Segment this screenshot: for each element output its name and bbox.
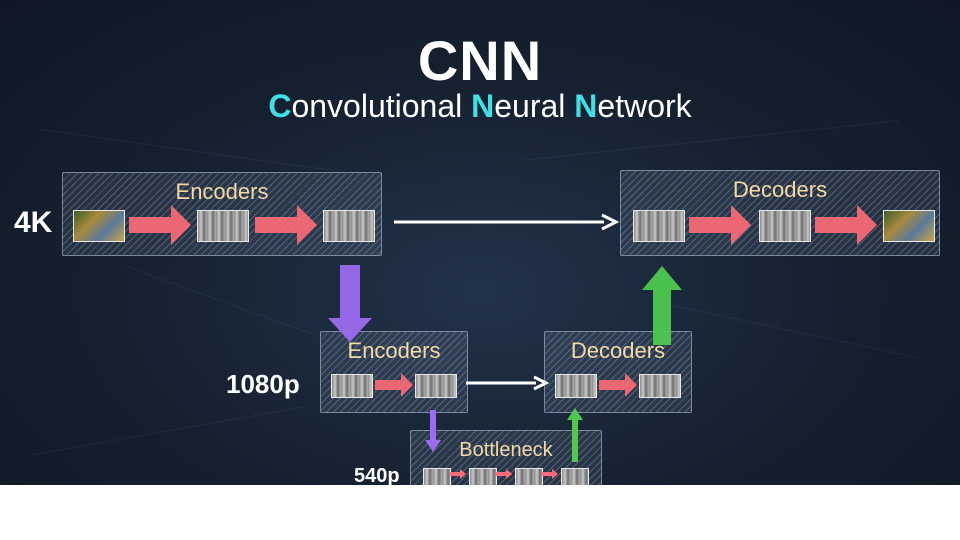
image-thumbnail-feature bbox=[639, 374, 681, 398]
decoder-label-4k: Decoders bbox=[732, 177, 828, 202]
upsample-arrow-icon bbox=[642, 266, 682, 345]
image-thumbnail-feature bbox=[423, 468, 451, 485]
flow-arrow-icon bbox=[599, 373, 637, 397]
bottleneck-label: Bottleneck bbox=[459, 439, 553, 461]
image-thumbnail-feature bbox=[469, 468, 497, 485]
resolution-label-4k: 4K bbox=[14, 206, 53, 239]
decoder-label-1080p: Decoders bbox=[570, 338, 666, 363]
flow-arrow-icon bbox=[689, 205, 751, 245]
subtitle-highlight-letter: C bbox=[268, 88, 292, 124]
image-thumbnail-4k-output bbox=[883, 210, 935, 242]
decoder-box-1080p: Decoders bbox=[544, 331, 692, 413]
encoder-box-1080p: Encoders bbox=[320, 331, 468, 413]
mini-flow-arrows bbox=[450, 469, 558, 479]
subtitle-text: eural bbox=[494, 88, 575, 124]
diagram-canvas: CNN Convolutional Neural Network Encoder… bbox=[0, 0, 960, 485]
diagram-title: CNN bbox=[417, 29, 543, 92]
image-thumbnail-feature bbox=[197, 210, 249, 242]
image-thumbnail-feature bbox=[561, 468, 589, 485]
decoder-box-4k: Decoders bbox=[620, 170, 940, 256]
image-thumbnail-feature bbox=[323, 210, 375, 242]
subtitle-highlight-letter: N bbox=[574, 88, 598, 124]
skip-arrow-icon bbox=[466, 375, 550, 391]
encoder-label-4k: Encoders bbox=[175, 179, 269, 204]
resolution-label-1080p: 1080p bbox=[226, 369, 300, 399]
upsample-arrow-icon bbox=[567, 408, 583, 462]
resolution-label-540p: 540p bbox=[354, 465, 400, 485]
downsample-arrow-icon bbox=[328, 265, 372, 342]
diagram-subtitle: Convolutional Neural Network bbox=[0, 88, 960, 125]
skip-arrow-icon bbox=[394, 213, 620, 231]
subtitle-text: etwork bbox=[597, 88, 692, 124]
flow-arrow-icon bbox=[375, 373, 413, 397]
encoder-label-1080p: Encoders bbox=[347, 338, 441, 363]
downsample-arrow-icon bbox=[425, 410, 441, 452]
subtitle-text: onvolutional bbox=[291, 88, 472, 124]
image-thumbnail-feature bbox=[515, 468, 543, 485]
flow-arrow-icon bbox=[815, 205, 877, 245]
image-thumbnail-feature bbox=[759, 210, 811, 242]
flow-arrow-icon bbox=[129, 205, 191, 245]
image-thumbnail-feature bbox=[331, 374, 373, 398]
flow-arrow-icon bbox=[255, 205, 317, 245]
encoder-box-4k: Encoders bbox=[62, 172, 382, 256]
image-thumbnail-feature bbox=[415, 374, 457, 398]
connection-arrows bbox=[328, 213, 682, 479]
image-thumbnail-feature bbox=[555, 374, 597, 398]
image-thumbnail-4k-input bbox=[73, 210, 125, 242]
subtitle-highlight-letter: N bbox=[471, 88, 495, 124]
image-thumbnail-feature bbox=[633, 210, 685, 242]
